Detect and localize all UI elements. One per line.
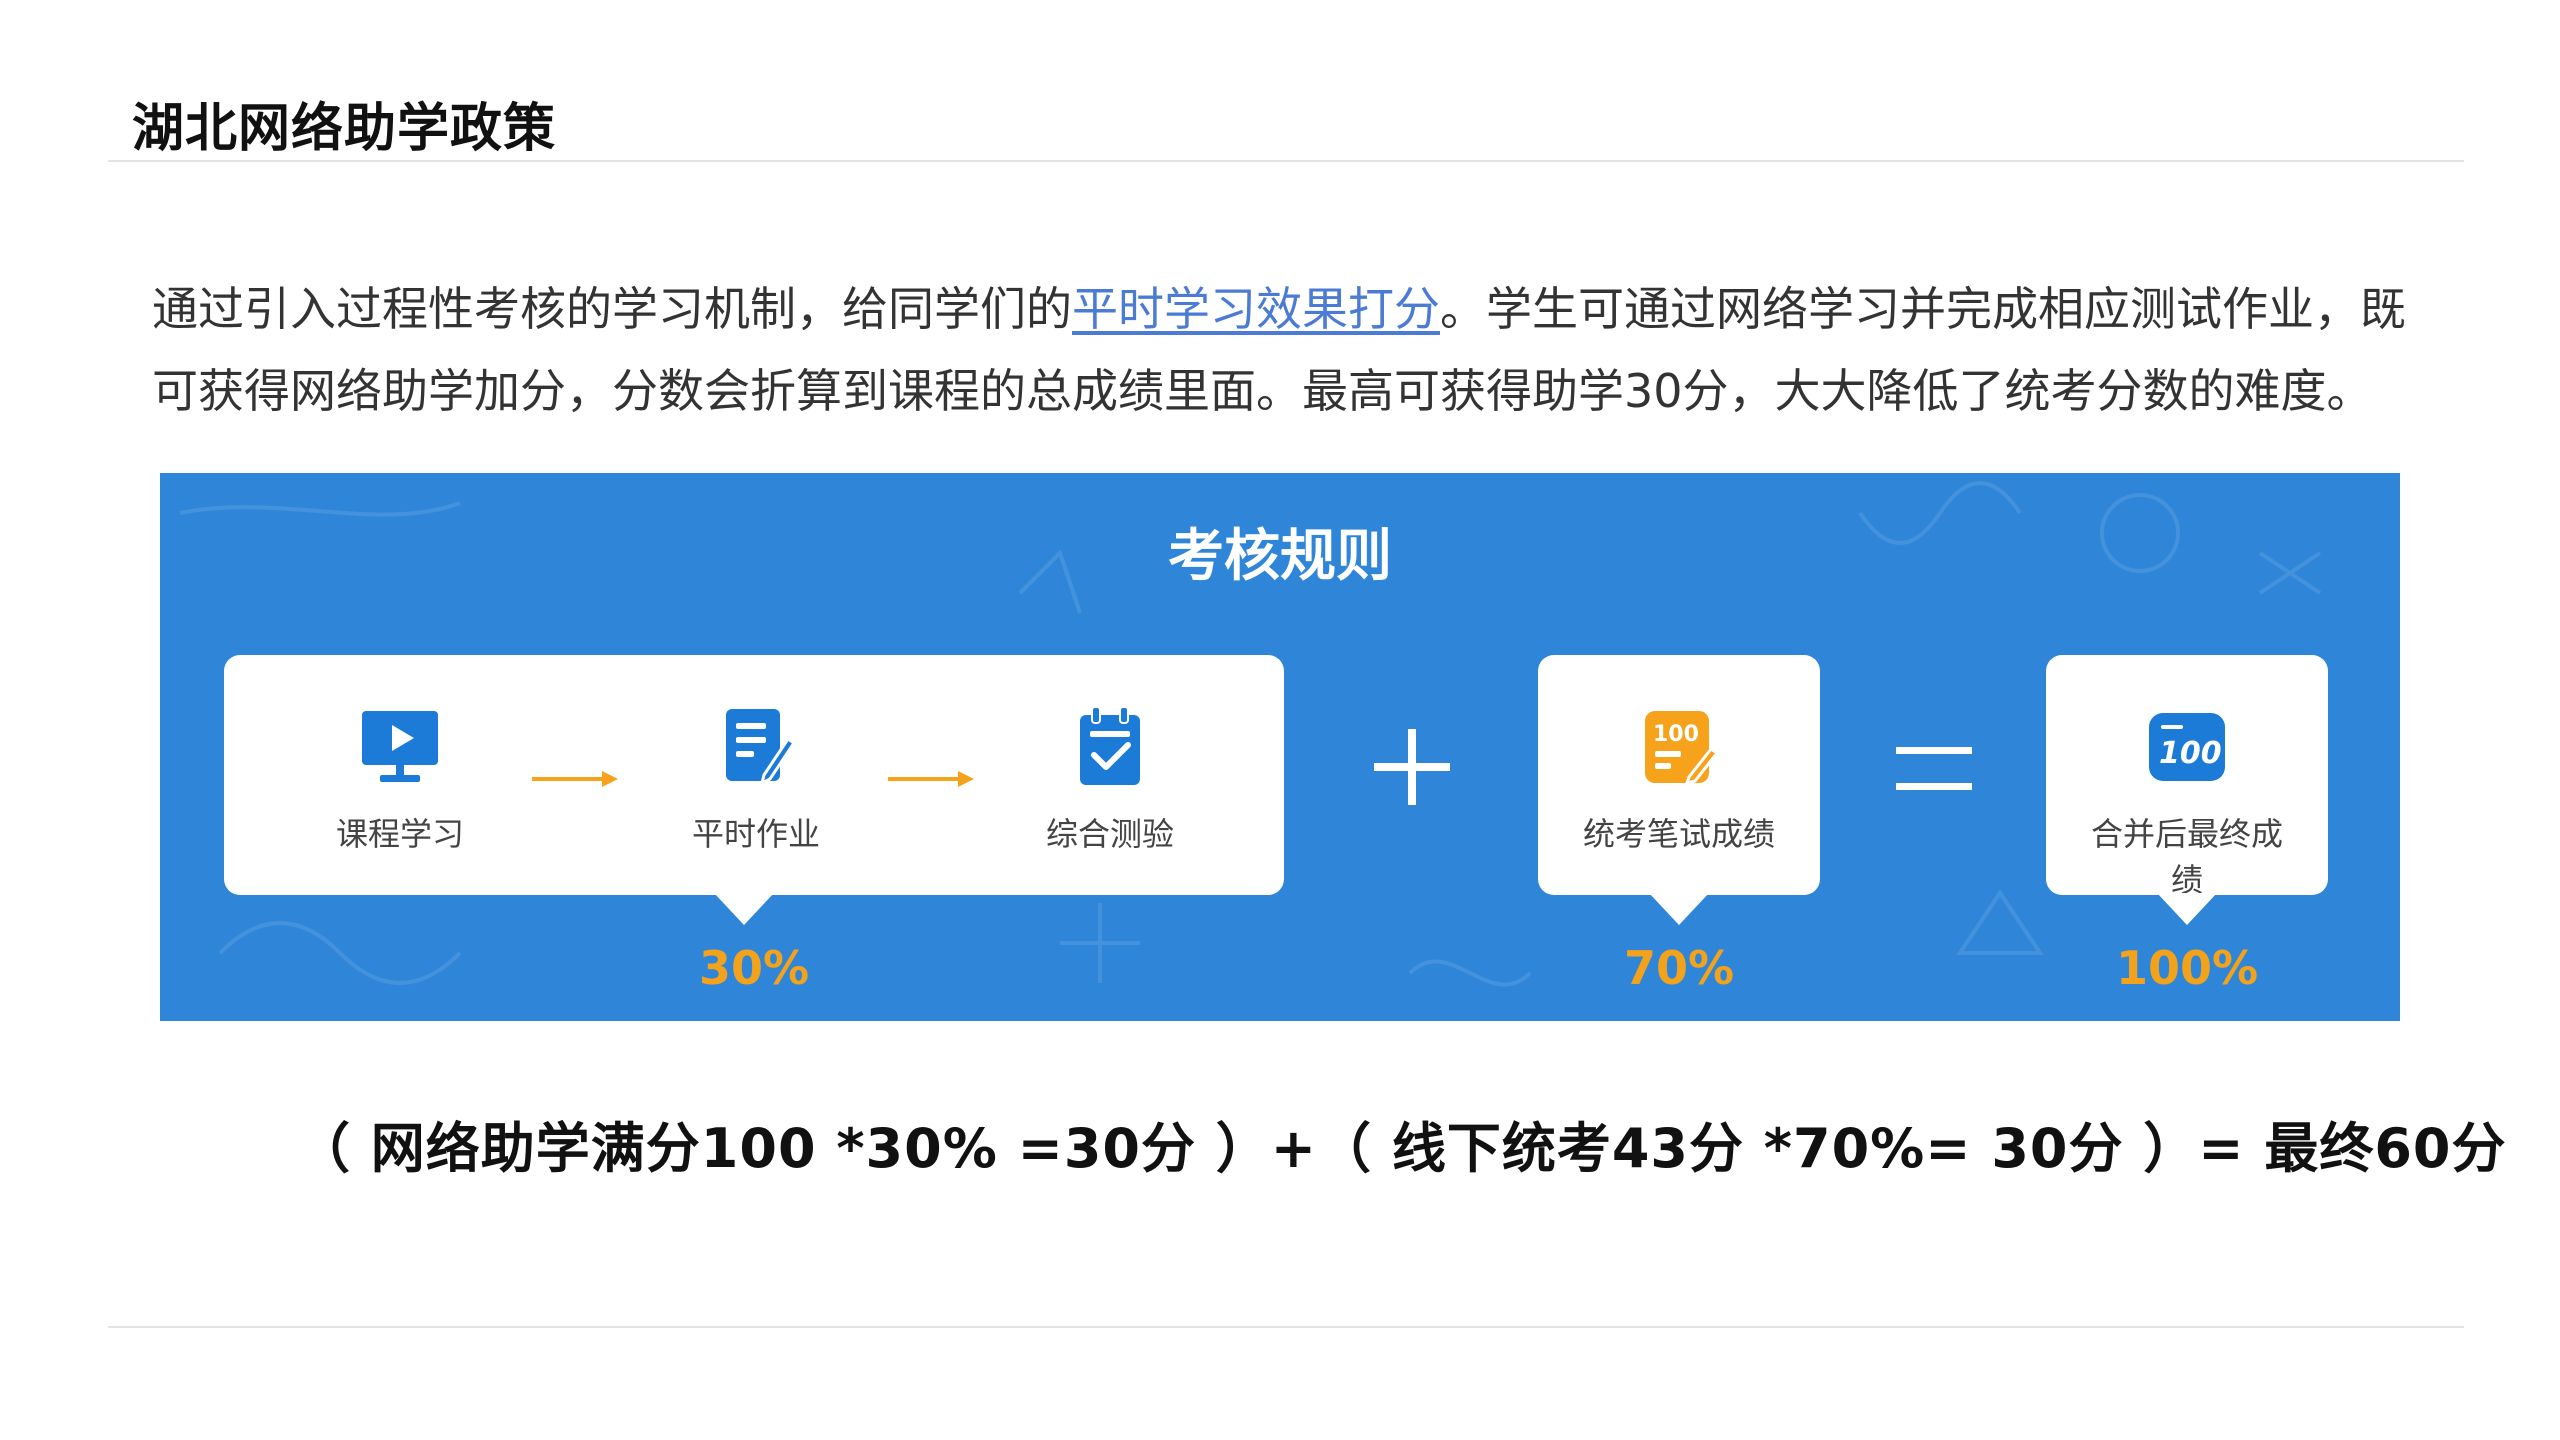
step-label: 合并后最终成绩: [2090, 815, 2283, 899]
banner-title: 考核规则: [1168, 524, 1392, 589]
footer-divider: [108, 1326, 2464, 1328]
intro-text-before: 通过引入过程性考核的学习机制，给同学们的: [152, 282, 1072, 336]
page-title: 湖北网络助学政策: [132, 99, 557, 159]
assessment-rules-banner: 考核规则 课程学习 平时作业: [160, 473, 2400, 1021]
card-pointer: [2157, 893, 2217, 925]
step-course-study: 课程学习: [290, 705, 510, 855]
video-lesson-icon: [362, 711, 438, 782]
percent-online: 30%: [698, 941, 810, 995]
card-pointer: [714, 893, 774, 925]
process-card: 课程学习 平时作业: [224, 655, 1284, 925]
intro-line-1: 通过引入过程性考核的学习机制，给同学们的平时学习效果打分。学生可通过网络学习并完…: [152, 268, 2412, 350]
clipboard-check-icon: [1080, 706, 1140, 785]
arrow-right-icon: [888, 771, 974, 787]
step-label: 统考笔试成绩: [1582, 815, 1775, 853]
intro-text-after: 。学生可通过网络学习并完成相应测试作业，既: [1440, 282, 2406, 336]
step-label: 综合测验: [1045, 815, 1174, 853]
step-homework: 平时作业: [646, 705, 866, 855]
final-score-card: 100 合并后最终成绩: [2046, 655, 2328, 925]
intro-line-2: 可获得网络助学加分，分数会折算到课程的总成绩里面。最高可获得助学30分，大大降低…: [152, 364, 2373, 418]
exam-score-card: 100 统考笔试成绩: [1538, 655, 1820, 925]
plus-icon: [1374, 729, 1450, 805]
intro-paragraph: 通过引入过程性考核的学习机制，给同学们的平时学习效果打分。学生可通过网络学习并完…: [152, 268, 2412, 432]
intro-link[interactable]: 平时学习效果打分: [1072, 282, 1440, 336]
step-label: 课程学习: [335, 815, 464, 853]
final-score-100-icon: 100: [2149, 713, 2225, 781]
step-final-score: 100 合并后最终成绩: [2077, 705, 2297, 901]
equals-icon: [1896, 747, 1972, 790]
svg-text:100: 100: [1653, 722, 1699, 747]
percent-final: 100%: [2115, 941, 2259, 995]
header-divider: [108, 160, 2464, 162]
card-pointer: [1649, 893, 1709, 925]
svg-text:100: 100: [2159, 736, 2222, 771]
chalkboard-decoration: [179, 481, 2322, 987]
step-label: 平时作业: [691, 815, 820, 853]
percent-exam: 70%: [1623, 941, 1735, 995]
step-comprehensive-test: 综合测验: [1000, 705, 1220, 855]
score-formula: （ 网络助学满分100 *30% =30分 ）+（ 线下统考43分 *70%= …: [296, 1117, 2507, 1180]
homework-icon: [726, 709, 797, 786]
step-exam-score: 100 统考笔试成绩: [1569, 705, 1789, 855]
score-100-icon: 100: [1645, 711, 1720, 786]
arrow-right-icon: [532, 771, 618, 787]
